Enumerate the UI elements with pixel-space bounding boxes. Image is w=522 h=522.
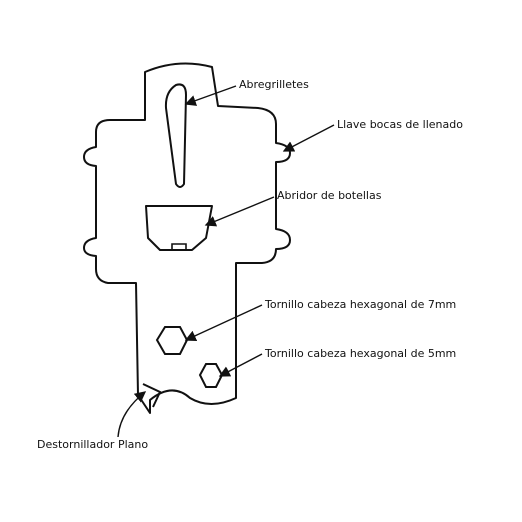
label-llave-bocas: Llave bocas de llenado <box>337 118 463 131</box>
leader-abregrilletes <box>184 85 237 106</box>
label-tornillo-5mm: Tornillo cabeza hexagonal de 5mm <box>265 347 457 360</box>
bottle-opener-tab <box>171 243 187 250</box>
tool-outline <box>83 62 291 414</box>
label-abregrilletes: Abregrilletes <box>239 78 309 91</box>
leader-tornillo-7 <box>184 304 263 341</box>
label-destornillador: Destornillador Plano <box>37 438 149 451</box>
hex-7mm <box>155 326 189 355</box>
abregrilletes-slot <box>164 83 187 188</box>
hex-5mm <box>198 363 224 388</box>
label-tornillo-7mm: Tornillo cabeza hexagonal de 7mm <box>265 298 457 311</box>
label-abridor: Abridor de botellas <box>277 189 382 202</box>
screwdriver-notch <box>142 383 162 408</box>
bottle-opener <box>145 205 213 251</box>
leader-tornillo-5 <box>218 353 263 377</box>
leader-llave-bocas <box>282 124 335 152</box>
leader-destornillador <box>117 391 147 438</box>
leader-abridor <box>204 196 275 227</box>
